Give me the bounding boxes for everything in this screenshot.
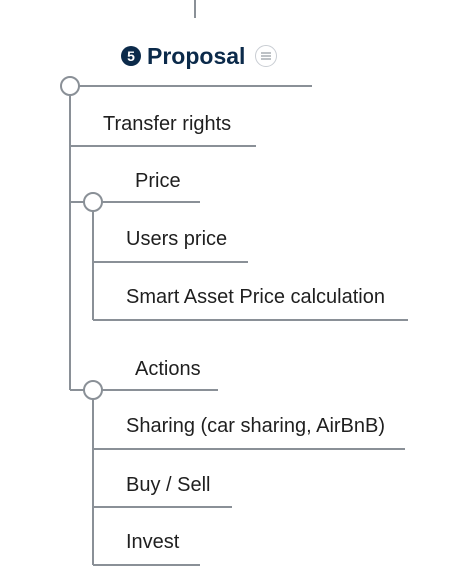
root-number-badge: 5	[121, 46, 141, 66]
root-node[interactable]: 5 Proposal	[121, 42, 278, 70]
root-title: Proposal	[147, 43, 246, 69]
node-users-price[interactable]: Users price	[126, 228, 228, 250]
node-sharing[interactable]: Sharing (car sharing, AirBnB)	[126, 415, 386, 437]
actions-collapse-toggle[interactable]	[83, 380, 103, 400]
node-transfer-rights[interactable]: Transfer rights	[103, 113, 232, 135]
root-collapse-toggle[interactable]	[60, 76, 80, 96]
node-invest[interactable]: Invest	[126, 531, 180, 553]
price-collapse-toggle[interactable]	[83, 192, 103, 212]
node-price[interactable]: Price	[135, 170, 181, 192]
node-smart-asset-price[interactable]: Smart Asset Price calculation	[126, 286, 385, 308]
notes-icon[interactable]	[255, 45, 278, 67]
node-actions[interactable]: Actions	[135, 358, 201, 380]
node-buy-sell[interactable]: Buy / Sell	[126, 474, 211, 496]
